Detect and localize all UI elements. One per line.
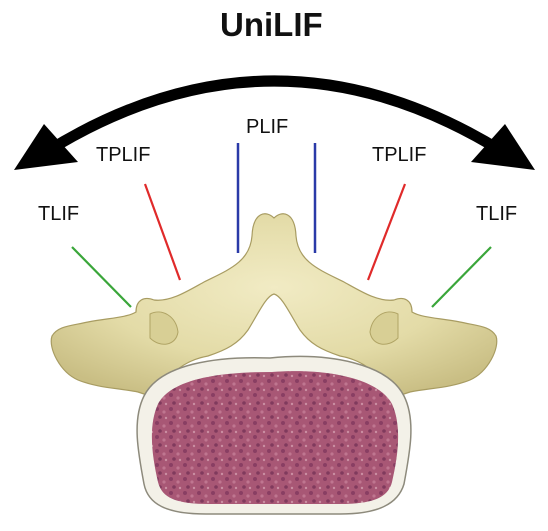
- label-tlif-left: TLIF: [38, 203, 79, 226]
- tlif-right-line: [432, 247, 491, 307]
- arc-arrowhead-left-icon: [14, 124, 78, 170]
- tlif-left-line: [72, 247, 131, 307]
- figure-title: UniLIF: [220, 6, 323, 44]
- disc-tissue-overlay: [152, 371, 398, 504]
- tplif-left-line: [145, 184, 180, 280]
- label-tplif-left: TPLIF: [96, 144, 150, 167]
- label-tplif-right: TPLIF: [372, 144, 426, 167]
- arc-arrowhead-right-icon: [471, 124, 535, 170]
- tplif-right-line: [368, 184, 405, 280]
- label-plif: PLIF: [246, 116, 288, 139]
- label-tlif-right: TLIF: [476, 203, 517, 226]
